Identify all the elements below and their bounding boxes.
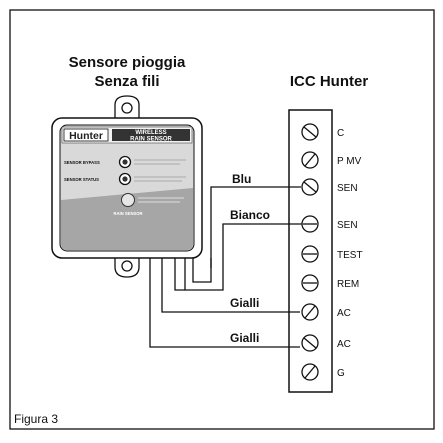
terminal-label: G	[337, 368, 345, 379]
wire-yellow-2	[149, 258, 300, 348]
sensor-top-mount-tab	[114, 95, 140, 118]
bypass-indicator-text-lines	[134, 159, 186, 165]
wire-label-yellow-1: Gialli	[230, 296, 259, 310]
rain-sensor-body: Hunter WIRELESS RAIN SENSOR	[51, 117, 203, 259]
sensor-title-line1: Sensore pioggia	[69, 54, 186, 71]
terminal-row: SEN	[301, 178, 358, 196]
wire-label-white: Bianco	[230, 208, 270, 222]
terminal-row: AC	[301, 334, 351, 352]
wire-yellow-1	[161, 258, 300, 313]
terminal-label: TEST	[337, 250, 363, 261]
terminal-row: TEST	[301, 245, 363, 263]
sensor-title-line2: Senza fili	[94, 73, 159, 90]
terminal-row: G	[301, 363, 345, 381]
figure-caption: Figura 3	[14, 412, 58, 426]
terminal-row: C	[301, 123, 344, 141]
wires	[149, 186, 302, 348]
sensor-model-line1: WIRELESS	[135, 130, 166, 136]
terminal-row: REM	[301, 274, 359, 292]
sensor-test-button[interactable]	[121, 193, 135, 207]
status-indicator-text-lines	[134, 176, 186, 182]
sensor-status-label: SENSOR STATUS	[64, 177, 99, 182]
terminal-row: AC	[301, 303, 351, 321]
sensor-brand-logo: Hunter	[69, 130, 103, 142]
terminal-row: SEN	[301, 215, 358, 233]
controller-title: ICC Hunter	[290, 73, 368, 90]
terminal-label: C	[337, 128, 344, 139]
wire-blue	[192, 258, 212, 283]
terminal-label: SEN	[337, 183, 358, 194]
sensor-bypass-label: SENSOR BYPASS	[64, 160, 100, 165]
test-button-text-lines	[138, 197, 184, 203]
wire-white-left	[174, 258, 185, 291]
wire-label-yellow-2: Gialli	[230, 331, 259, 345]
terminal-label: SEN	[337, 220, 358, 231]
terminal-label: AC	[337, 339, 351, 350]
sensor-model-line2: RAIN SENSOR	[130, 137, 172, 143]
terminal-row: P MV	[301, 151, 362, 169]
sensor-footer-label: RAIN SENSOR	[113, 211, 142, 216]
sensor-bottom-mount-tab	[114, 256, 140, 278]
wire-label-blue: Blu	[232, 172, 251, 186]
terminal-label: REM	[337, 279, 359, 290]
terminal-label: P MV	[337, 156, 362, 167]
sensor-status-led	[118, 172, 132, 186]
terminal-label: AC	[337, 308, 351, 319]
sensor-bypass-button[interactable]	[118, 155, 132, 169]
terminal-list: C P MV SEN SEN TEST REM AC AC G	[301, 123, 363, 381]
wire-blue-run	[210, 186, 301, 268]
wire-white	[184, 223, 302, 291]
figure-frame	[9, 9, 435, 430]
